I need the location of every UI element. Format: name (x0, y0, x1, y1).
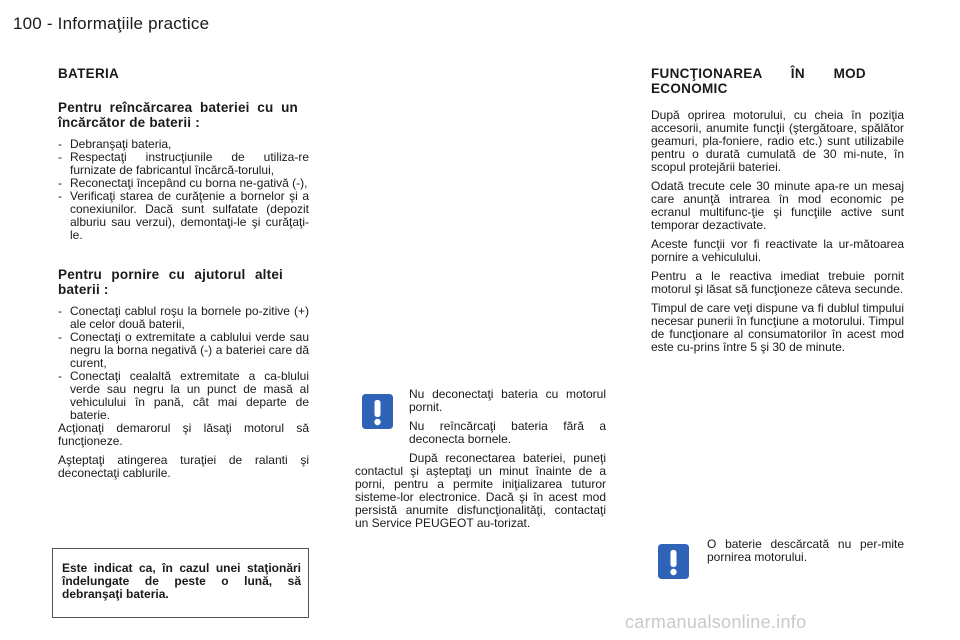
warning-right-text: O baterie descărcată nu per-mite pornire… (707, 537, 904, 564)
list-item: Respectaţi instrucţiunile de utiliza-re … (58, 151, 309, 177)
list-item: Conectaţi o extremitate a cablului verde… (58, 331, 309, 370)
jumpstart-steps: Conectaţi cablul roşu la bornele po-ziti… (58, 305, 309, 422)
list-item: Conectaţi cealaltă extremitate a ca-blul… (58, 370, 309, 422)
economy-paragraph: Timpul de care veţi dispune va fi dublul… (651, 301, 904, 354)
jumpstart-paragraph: Acţionaţi demarorul şi lăsaţi motorul să… (58, 421, 309, 448)
list-item: Verificaţi starea de curăţenie a bornelo… (58, 190, 309, 242)
exclamation-icon (361, 393, 394, 430)
battery-heading: BATERIA (58, 66, 120, 81)
warning-center-text: Nu deconectaţi bateria cu motorul pornit… (355, 388, 606, 536)
page-header: 100 - Informaţiile practice (13, 14, 210, 33)
list-item: Reconectaţi începând cu borna ne-gativă … (58, 177, 309, 191)
jumpstart-paragraph: Aşteptaţi atingerea turaţiei de ralanti … (58, 453, 309, 480)
warning-paragraph: După reconectarea bateriei, puneţi conta… (355, 451, 606, 530)
watermark: carmanualsonline.info (625, 612, 807, 632)
economy-paragraph: Aceste funcţii vor fi reactivate la ur-m… (651, 237, 904, 264)
economy-paragraph: După oprirea motorului, cu cheia în pozi… (651, 108, 904, 174)
jumpstart-heading: Pentru pornire cu ajutorul altei baterii… (58, 267, 283, 297)
economy-column: FUNCŢIONAREA ÎN MOD ECONOMIC După oprire… (651, 66, 904, 360)
economy-paragraph: Odată trecute cele 30 minute apa-re un m… (651, 179, 904, 232)
economy-paragraph: Pentru a le reactiva imediat trebuie por… (651, 269, 904, 296)
charging-heading: Pentru reîncărcarea bateriei cu un încăr… (58, 100, 298, 130)
warning-paragraph: Nu reîncărcaţi bateria fără a deconecta … (409, 419, 606, 446)
charging-steps: Debranşaţi bateria, Respectaţi instrucţi… (58, 138, 309, 242)
list-item: Conectaţi cablul roşu la bornele po-ziti… (58, 305, 309, 331)
battery-note-box: Este indicat ca, în cazul unei staţionăr… (52, 548, 309, 618)
economy-heading: FUNCŢIONAREA ÎN MOD ECONOMIC (651, 66, 866, 96)
warning-paragraph: Nu deconectaţi bateria cu motorul pornit… (409, 387, 606, 414)
list-item: Debranşaţi bateria, (58, 138, 309, 152)
battery-column: BATERIA Pentru reîncărcarea bateriei cu … (58, 66, 309, 486)
exclamation-icon (657, 543, 690, 580)
